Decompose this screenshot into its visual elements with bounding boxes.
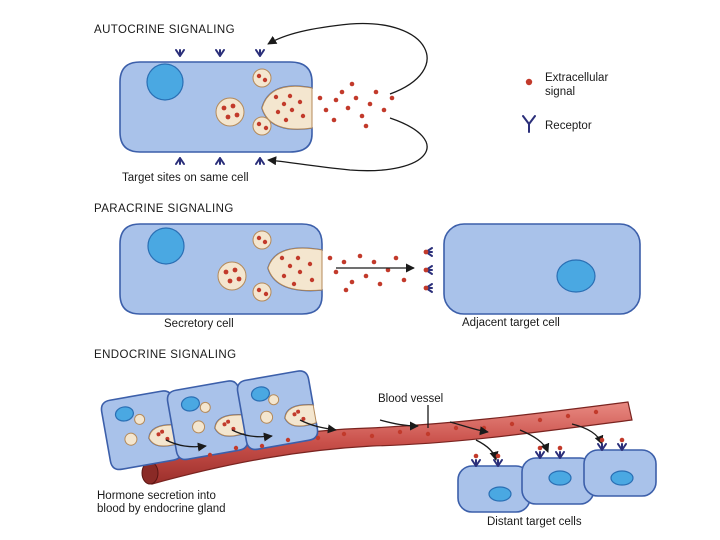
autocrine-title: AUTOCRINE SIGNALING: [94, 24, 235, 36]
autocrine-caption: Target sites on same cell: [122, 172, 249, 184]
secretory-cell-caption: Secretory cell: [164, 318, 234, 330]
endocrine-gland-caption-1: Hormone secretion into: [97, 490, 216, 502]
endocrine-title: ENDOCRINE SIGNALING: [94, 349, 236, 361]
receptor-icon: [522, 115, 536, 133]
paracrine-title: PARACRINE SIGNALING: [94, 203, 234, 215]
paracrine-signal-dots: [327, 253, 407, 293]
autocrine-arrow-top: [267, 22, 428, 95]
adjacent-target-nucleus: [556, 259, 596, 293]
blood-vessel-label: Blood vessel: [378, 393, 443, 405]
distant-target-caption: Distant target cells: [487, 516, 582, 528]
legend-receptor-label: Receptor: [545, 120, 592, 132]
endocrine-gland-caption-2: blood by endocrine gland: [97, 503, 226, 515]
autocrine-nucleus: [146, 63, 184, 101]
endocrine-section: ENDOCRINE SIGNALING: [94, 349, 657, 528]
paracrine-vesicle-dots: [223, 235, 315, 297]
vessel-hormone-dots: [207, 409, 599, 458]
paracrine-section: PARACRINE SIGNALING: [94, 203, 641, 330]
distant-target-bound-signals: [473, 437, 625, 459]
extracellular-signal-icon: [525, 78, 533, 86]
autocrine-arrow-bottom: [267, 117, 428, 172]
legend: Extracellular signal Receptor: [522, 72, 608, 133]
adjacent-target-caption: Adjacent target cell: [462, 317, 560, 329]
adjacent-target-cell: [443, 223, 641, 315]
autocrine-section: AUTOCRINE SIGNALING: [94, 22, 428, 184]
distant-target-cells: [457, 449, 657, 513]
endocrine-gland: [100, 370, 319, 471]
autocrine-vesicles: [215, 68, 313, 136]
legend-signal-label-1: Extracellular: [545, 72, 608, 84]
legend-signal-label-2: signal: [545, 86, 575, 98]
paracrine-nucleus: [147, 227, 185, 265]
autocrine-signal-dots: [317, 81, 395, 129]
autocrine-vesicle-dots: [221, 73, 306, 131]
paracrine-vesicles: [217, 230, 323, 302]
paracrine-bound-signals: [423, 249, 429, 291]
